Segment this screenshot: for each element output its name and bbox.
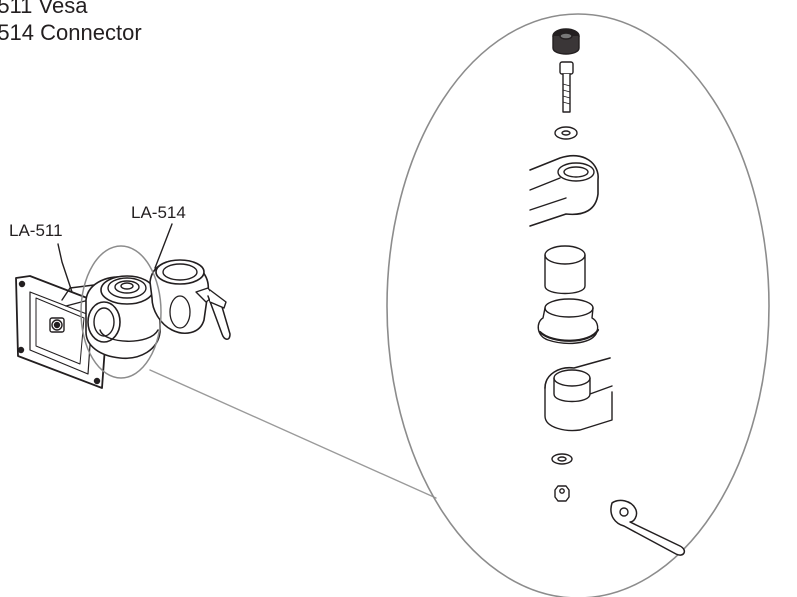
bolt-part [559,61,574,113]
nut-part [554,485,570,502]
detail-connector-line [149,369,437,499]
washer-bottom [551,453,573,465]
connector-la-514 [149,259,231,340]
assembly-drawing [15,245,231,389]
title-block: -511 Vesa -514 Connector [0,0,142,46]
lower-arm-part [544,357,613,432]
bushing-part [544,245,586,295]
washer-top [554,126,578,140]
label-la-511: LA-511 [9,221,63,240]
wrench-tool [610,499,686,556]
upper-arm-part [529,155,599,227]
title-line-vesa: -511 Vesa [0,0,88,18]
detail-view-ellipse [386,13,770,597]
leader-la-514 [154,223,173,269]
tilt-joint [85,275,161,359]
exploded-view [529,28,686,556]
flanged-bushing-part [537,298,600,345]
title-line-connector: -514 Connector [0,20,142,45]
knob-part [552,28,580,55]
leader-la-511 [57,243,73,293]
label-la-514: LA-514 [131,203,186,222]
detail-highlight-ellipse [80,245,162,379]
